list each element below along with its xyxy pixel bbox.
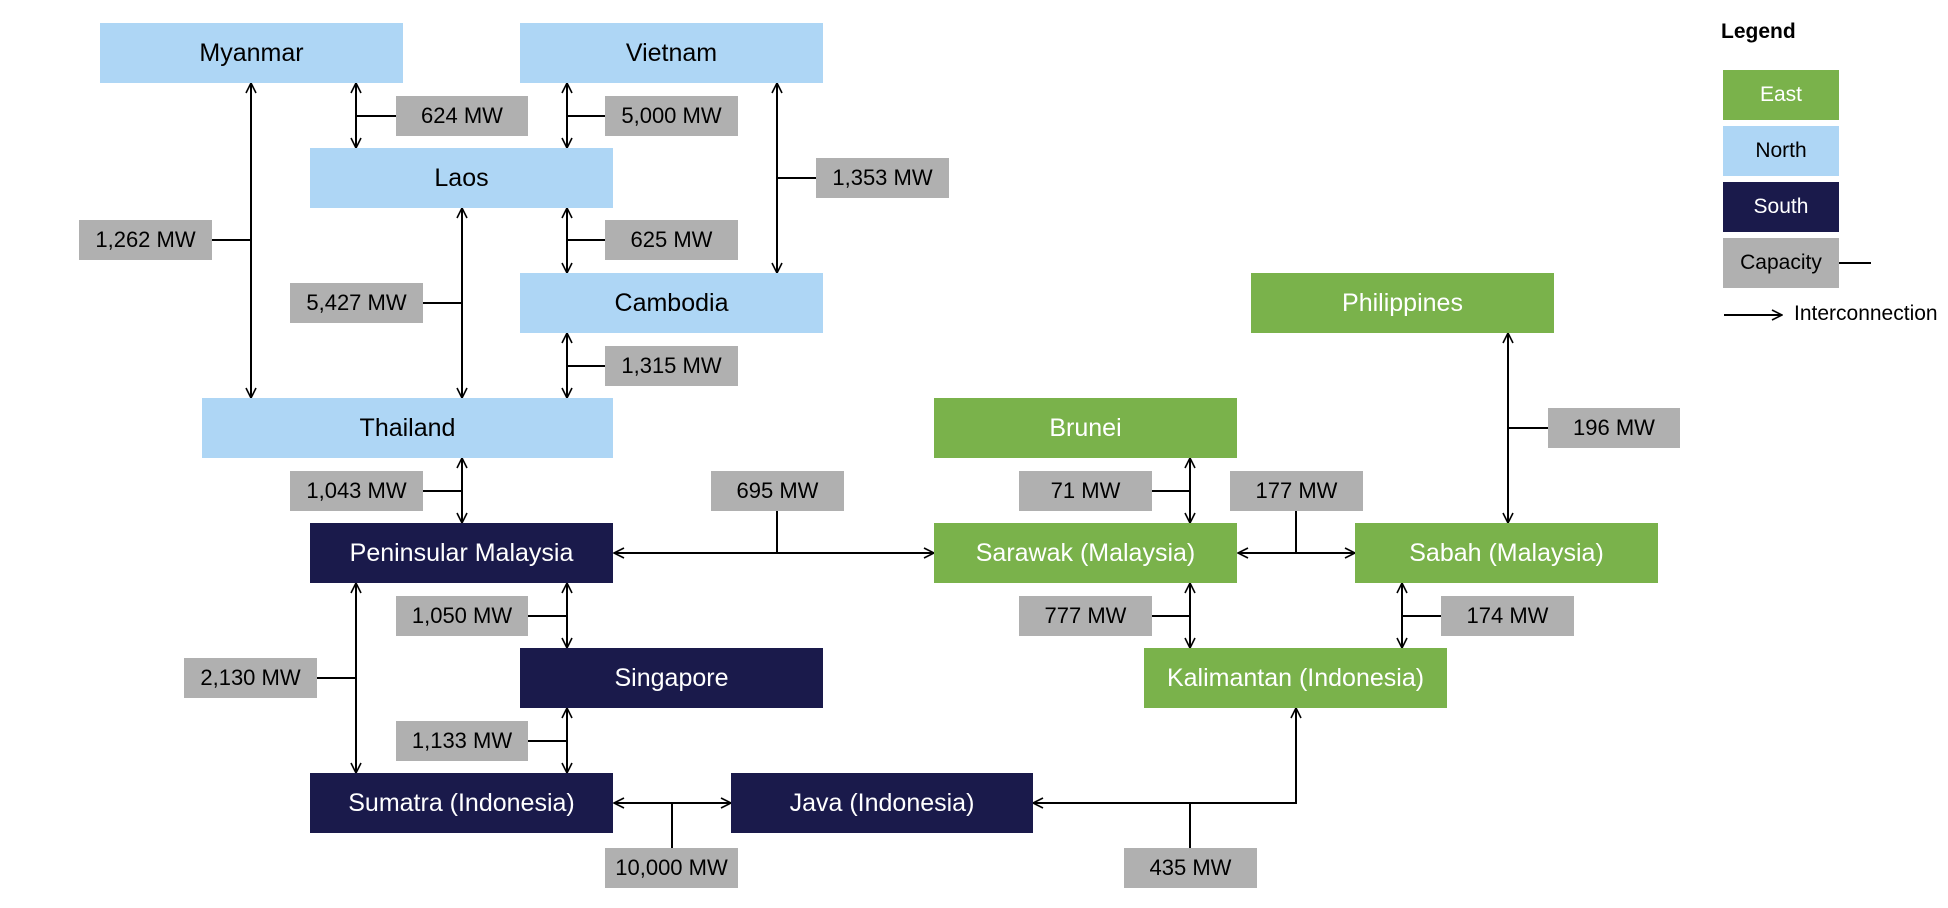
capacity-laos-cambodia: 625 MW [605, 220, 738, 260]
node-sabah: Sabah (Malaysia) [1355, 523, 1658, 583]
capacity-thailand-peninsular: 1,043 MW [290, 471, 423, 511]
capacity-peninsular-singapore: 1,050 MW [396, 596, 528, 636]
capacity-singapore-sumatra: 1,133 MW [396, 721, 528, 761]
capacity-philippines-sabah: 196 MW [1548, 408, 1680, 448]
capacity-vietnam-cambodia: 1,353 MW [816, 158, 949, 198]
capacity-myanmar-laos: 624 MW [396, 96, 528, 136]
node-brunei: Brunei [934, 398, 1237, 458]
node-philippines-label: Philippines [1342, 288, 1463, 317]
node-sarawak-label: Sarawak (Malaysia) [975, 538, 1196, 567]
node-thailand: Thailand [202, 398, 613, 458]
legend-north-swatch: North [1723, 126, 1839, 176]
capacity-peninsular-sumatra: 2,130 MW [184, 658, 317, 698]
node-vietnam: Vietnam [520, 23, 823, 83]
legend-capacity-swatch: Capacity [1723, 238, 1839, 288]
node-sabah-label: Sabah (Malaysia) [1409, 538, 1604, 567]
node-kalimantan: Kalimantan (Indonesia) [1144, 648, 1447, 708]
legend-title: Legend [1721, 20, 1796, 43]
capacity-brunei-sarawak: 71 MW [1019, 471, 1152, 511]
node-laos: Laos [310, 148, 613, 208]
legend-south-label: South [1753, 195, 1809, 218]
legend-south-swatch: South [1723, 182, 1839, 232]
capacity-sarawak-sabah: 177 MW [1230, 471, 1363, 511]
capacity-java-kalimantan: 435 MW [1124, 848, 1257, 888]
capacity-myanmar-thailand: 1,262 MW [79, 220, 212, 260]
node-myanmar-label: Myanmar [199, 38, 304, 67]
node-philippines: Philippines [1251, 273, 1554, 333]
capacity-cambodia-thailand: 1,315 MW [605, 346, 738, 386]
node-brunei-label: Brunei [1049, 413, 1122, 442]
node-kalimantan-label: Kalimantan (Indonesia) [1166, 663, 1425, 692]
node-cambodia-label: Cambodia [614, 288, 729, 317]
node-thailand-label: Thailand [359, 413, 456, 442]
link-java-kalimantan-line [1033, 708, 1296, 803]
capacity-vietnam-laos: 5,000 MW [605, 96, 738, 136]
capacity-laos-thailand: 5,427 MW [290, 283, 423, 323]
capacity-sumatra-java: 10,000 MW [605, 848, 738, 888]
legend-east-swatch: East [1723, 70, 1839, 120]
node-myanmar: Myanmar [100, 23, 403, 83]
node-peninsular-malaysia-label: Peninsular Malaysia [349, 538, 574, 567]
node-sumatra-label: Sumatra (Indonesia) [348, 788, 575, 817]
node-vietnam-label: Vietnam [625, 38, 718, 67]
legend-east-label: East [1759, 83, 1803, 106]
capacity-sarawak-kalimantan: 777 MW [1019, 596, 1152, 636]
node-laos-label: Laos [434, 163, 489, 192]
node-peninsular-malaysia: Peninsular Malaysia [310, 523, 613, 583]
node-java-label: Java (Indonesia) [789, 788, 975, 817]
legend-interconnection-label: Interconnection [1794, 302, 1938, 325]
capacity-sabah-kalimantan: 174 MW [1441, 596, 1574, 636]
legend-capacity-label: Capacity [1740, 251, 1822, 274]
node-java: Java (Indonesia) [731, 773, 1033, 833]
legend-north-label: North [1755, 139, 1807, 162]
node-singapore-label: Singapore [614, 663, 729, 692]
node-sarawak: Sarawak (Malaysia) [934, 523, 1237, 583]
node-singapore: Singapore [520, 648, 823, 708]
capacity-peninsular-sarawak: 695 MW [711, 471, 844, 511]
node-cambodia: Cambodia [520, 273, 823, 333]
node-sumatra: Sumatra (Indonesia) [310, 773, 613, 833]
